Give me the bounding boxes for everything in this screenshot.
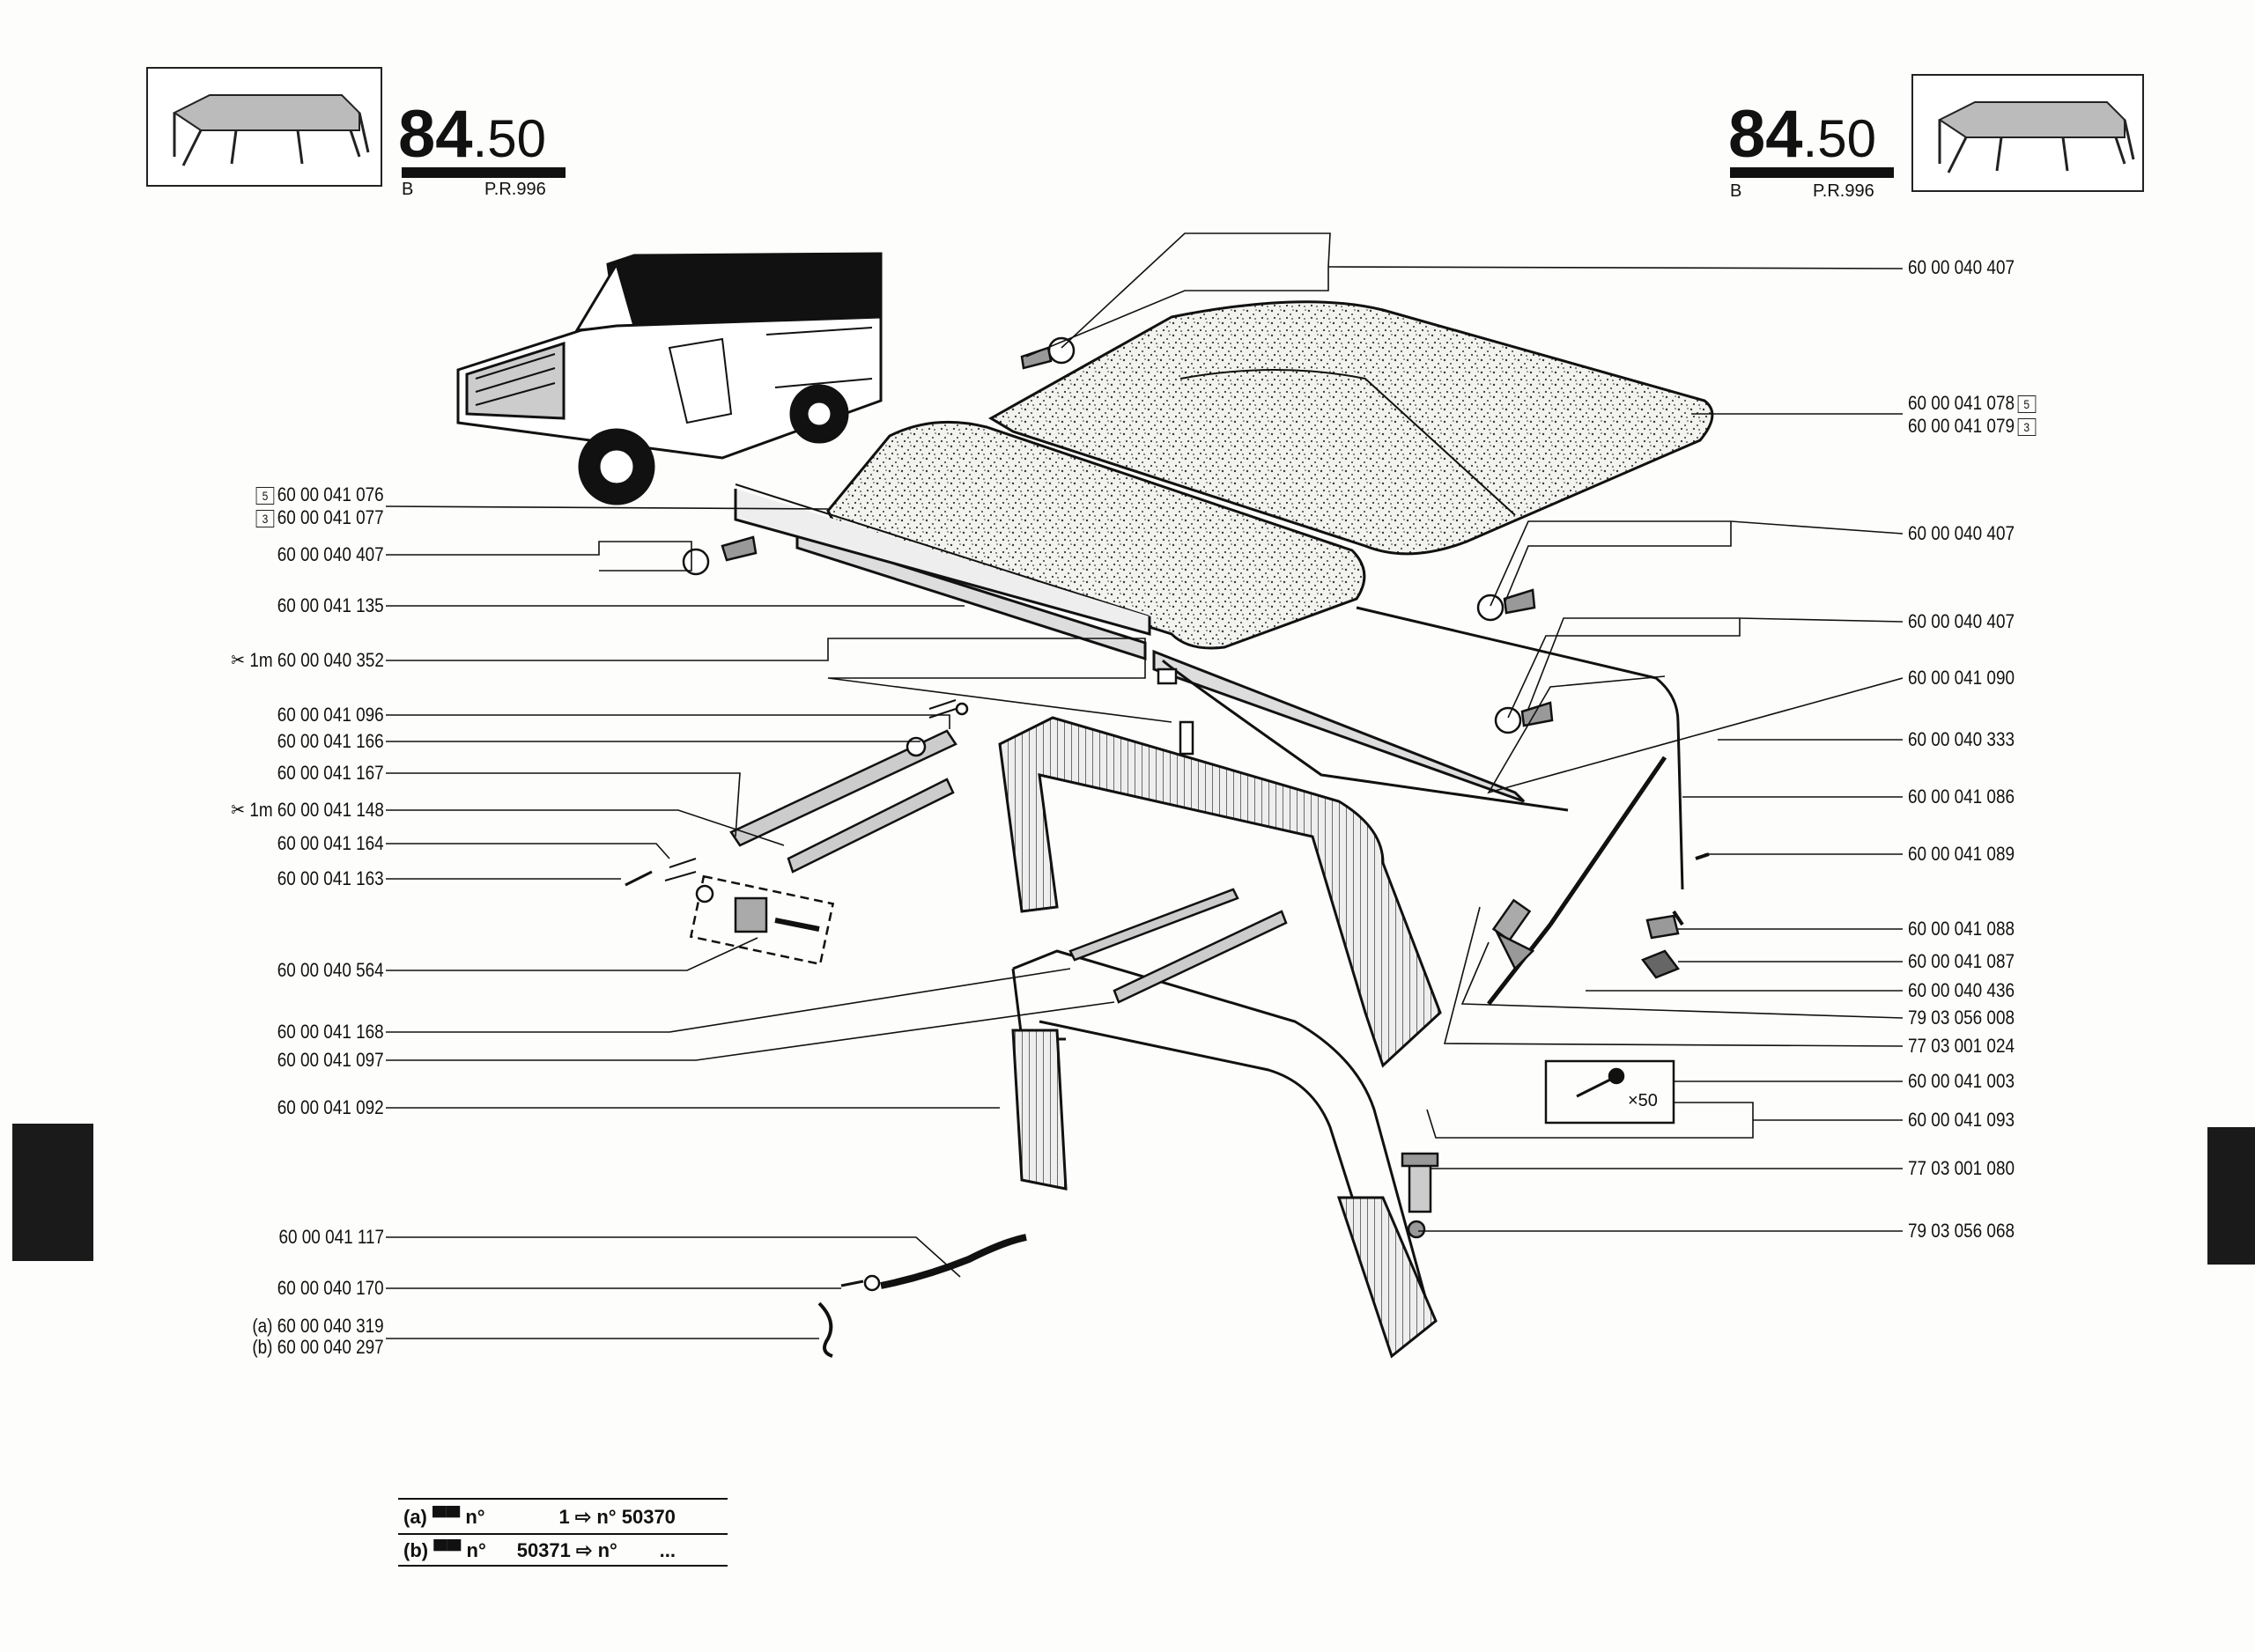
three-door-icon: 3 <box>255 510 275 528</box>
leader-lines <box>385 232 1904 1339</box>
part-label-right: 60 00 041 093 <box>1908 1109 2015 1131</box>
rivet-quantity: ×50 <box>1628 1091 1658 1110</box>
header-bar-left <box>402 167 566 178</box>
part-label-right: 77 03 001 080 <box>1908 1157 2015 1179</box>
soft-top-thumbnail-icon <box>173 94 370 166</box>
part-label-right: 60 00 041 089 <box>1908 843 2015 865</box>
part-label-left: 60 00 040 407 <box>277 543 384 565</box>
part-label-left: 60 00 041 164 <box>277 832 384 854</box>
part-label-left: 60 00 041 166 <box>277 730 384 752</box>
part-label-left: (a) 60 00 040 319 <box>252 1315 384 1337</box>
scissors-icon: ✂ <box>231 649 250 671</box>
part-label-right: 79 03 056 068 <box>1908 1220 2015 1242</box>
part-label-left: 60 00 041 092 <box>277 1096 384 1118</box>
part-label-right: 60 00 041 087 <box>1908 950 2015 972</box>
roof-front-panel <box>826 420 1366 650</box>
vehicle-illustration <box>456 252 883 505</box>
part-label-right: 60 00 040 407 <box>1908 610 2015 632</box>
footnote-rules <box>398 1498 728 1567</box>
thumbnail-left <box>146 67 382 187</box>
hardware-parts <box>625 336 1710 1358</box>
part-label-right: 60 00 041 090 <box>1908 667 2015 689</box>
part-label-right: 60 00 040 333 <box>1908 728 2015 750</box>
variant-right: B <box>1730 181 1742 201</box>
section-tab-left <box>12 1124 93 1261</box>
part-label-left: 60 00 041 167 <box>277 762 384 784</box>
ref-left: P.R.996 <box>484 180 546 199</box>
vehicle-serial-icon: ▀▀ <box>433 1506 466 1528</box>
part-label-right: 60 00 040 407 <box>1908 256 2015 278</box>
ref-right: P.R.996 <box>1813 181 1874 201</box>
part-label-left: 60 00 040 564 <box>277 959 384 981</box>
soft-top-thumbnail-icon <box>1938 101 2135 173</box>
scissors-icon: ✂ <box>231 799 250 821</box>
section-tab-right <box>2207 1127 2255 1265</box>
five-door-icon: 5 <box>255 487 275 505</box>
vehicle-serial-icon: ▀▀ <box>433 1539 467 1561</box>
part-label-left: 60 00 041 096 <box>277 704 384 726</box>
part-label-left: 60 00 041 168 <box>277 1021 384 1043</box>
part-label-right: 60 00 040 407 <box>1908 522 2015 544</box>
part-label-right: 79 03 056 008 <box>1908 1007 2015 1029</box>
part-label-left: ✂ 1m 60 00 041 148 <box>231 799 384 821</box>
part-label-right: 60 00 041 003 <box>1908 1070 2015 1092</box>
arrow-right-icon: ⇨ <box>576 1539 598 1561</box>
footnote-row-b: (b) ▀▀ n° 50371 ⇨ n° ... <box>403 1539 676 1561</box>
three-door-icon: 3 <box>2017 418 2037 437</box>
part-label-left: (b) 60 00 040 297 <box>252 1336 384 1358</box>
part-label-left: 60 00 041 097 <box>277 1049 384 1071</box>
footnote-row-a: (a) ▀▀ n° 1 ⇨ n° 50370 <box>403 1506 676 1528</box>
thumbnail-right <box>1911 74 2144 192</box>
part-label-left: 60 00 040 170 <box>277 1277 384 1299</box>
part-label-left: 60 00 041 135 <box>277 594 384 616</box>
arrow-right-icon: ⇨ <box>574 1506 597 1528</box>
section-number-right: 84.50 <box>1728 97 1876 172</box>
part-label-right: 77 03 001 024 <box>1908 1035 2015 1057</box>
section-number-left: 84.50 <box>398 97 546 172</box>
part-label-left: 60 00 041 117 <box>278 1226 384 1248</box>
five-door-icon: 5 <box>2017 395 2037 414</box>
part-label-left: ✂ 1m 60 00 040 352 <box>231 649 384 671</box>
header-bar-right <box>1730 167 1894 178</box>
frame-parts <box>734 483 1684 1359</box>
part-label-right: 60 00 041 086 <box>1908 785 2015 808</box>
part-label-right: 60 00 041 088 <box>1908 918 2015 940</box>
part-label-left: 60 00 041 163 <box>277 867 384 889</box>
roof-rear-panel <box>988 300 1714 556</box>
part-label-right: 60 00 040 436 <box>1908 979 2015 1001</box>
variant-left: B <box>402 180 414 199</box>
